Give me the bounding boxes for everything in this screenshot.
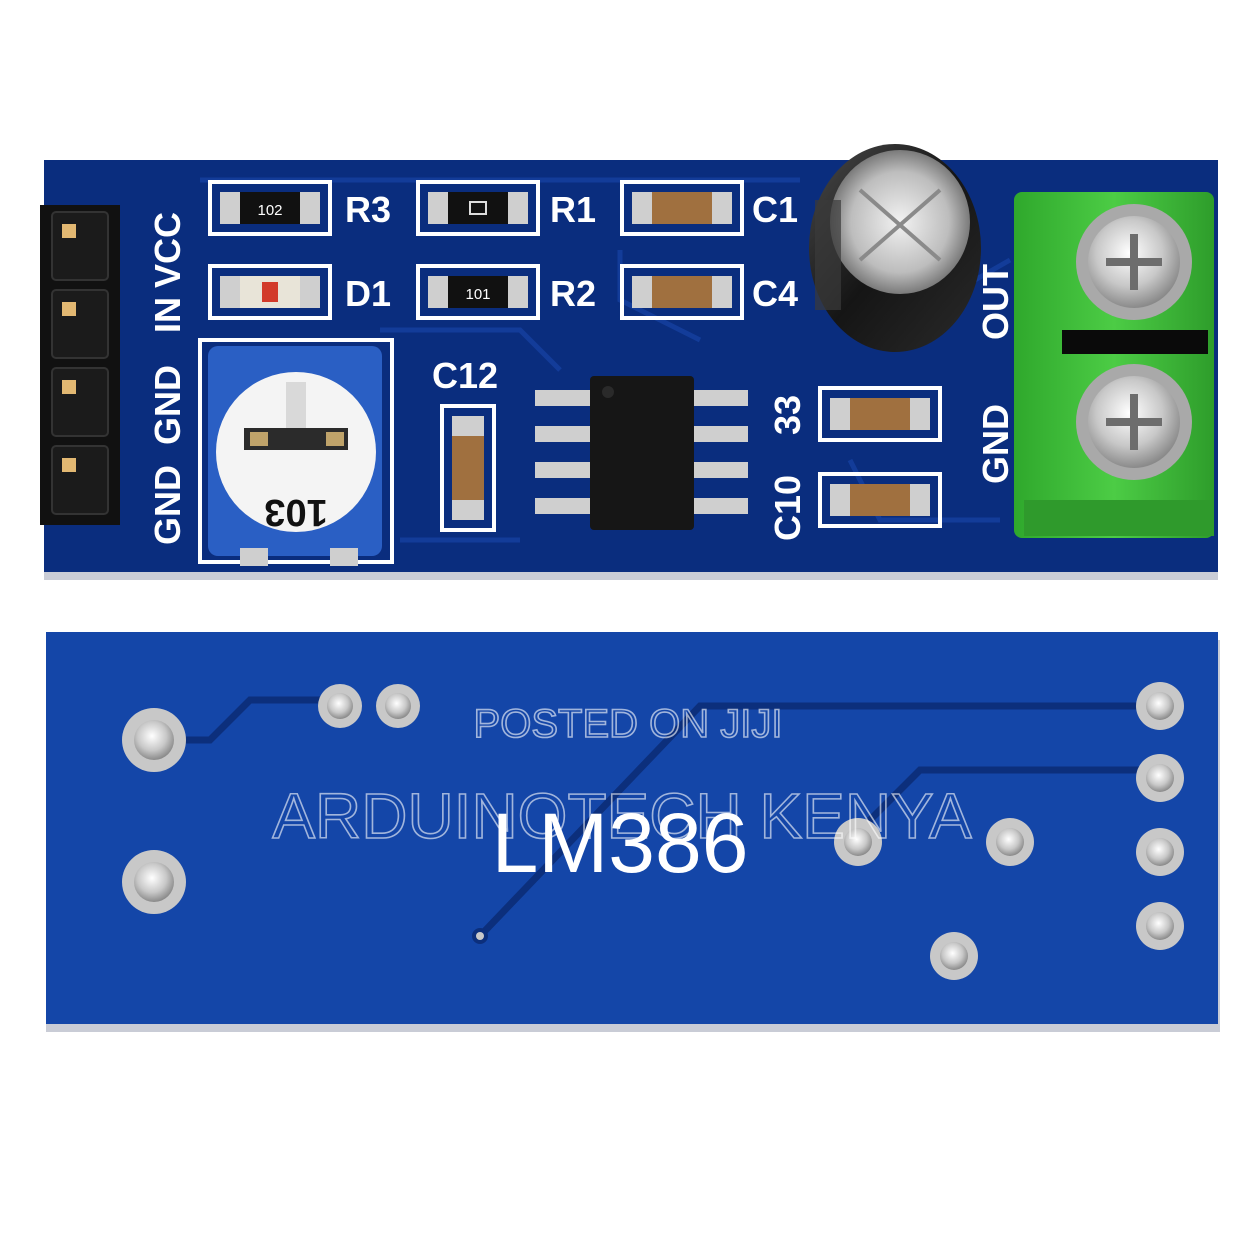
watermark-line-1: POSTED ON JIJI: [474, 702, 783, 746]
smd-c12: [440, 404, 496, 532]
smd-33: [818, 386, 942, 442]
header-pin: [51, 211, 109, 281]
silk-r3: R3: [345, 189, 391, 230]
screw-terminal: [1014, 192, 1214, 538]
r3-code: 102: [257, 202, 282, 219]
back-board: LM386: [46, 632, 1220, 1032]
smd-c1: [620, 180, 744, 236]
smd-c10: [818, 472, 942, 528]
header-pin: [51, 367, 109, 437]
silk-gnd: GND: [975, 404, 1016, 484]
silk-r2: R2: [550, 273, 596, 314]
pin-label-gnd-1: GND: [147, 365, 188, 445]
silk-c1: C1: [752, 189, 798, 230]
silk-c4: C4: [752, 273, 798, 314]
pin-header: [40, 205, 120, 525]
smd-c4: [620, 264, 744, 320]
silk-c10: C10: [767, 475, 808, 541]
smd-r3: 102: [208, 180, 332, 236]
header-pin: [51, 445, 109, 515]
watermark-line-2: ARDUINOTECH KENYA: [272, 780, 972, 852]
silk-33: 33: [767, 395, 808, 435]
trimmer-potentiometer: 103: [198, 338, 394, 566]
pin-label-in: IN: [147, 297, 188, 333]
pin-label-gnd-2: GND: [147, 465, 188, 545]
header-pin: [51, 289, 109, 359]
silk-d1: D1: [345, 273, 391, 314]
smd-r1: [416, 180, 540, 236]
watermark: POSTED ON JIJI ARDUINOTECH KENYA: [272, 701, 973, 853]
silk-c12: C12: [432, 355, 498, 396]
terminal-screw: [1076, 204, 1192, 320]
pin-label-vcc: VCC: [147, 212, 188, 288]
terminal-screw: [1076, 364, 1192, 480]
silk-out: OUT: [975, 264, 1016, 340]
lm386-ic-chip: [535, 376, 748, 530]
back-chip-label: LM386: [492, 796, 749, 890]
pot-code: 103: [264, 491, 327, 533]
smd-d1: [208, 264, 332, 320]
r2-code: 101: [465, 286, 490, 303]
front-board: VCC IN GND GND 102 R3 R1 C1: [40, 144, 1218, 580]
electrolytic-capacitor: [809, 144, 981, 352]
smd-r2: 101: [416, 264, 540, 320]
solder-pads: [122, 682, 1184, 980]
silk-r1: R1: [550, 189, 596, 230]
